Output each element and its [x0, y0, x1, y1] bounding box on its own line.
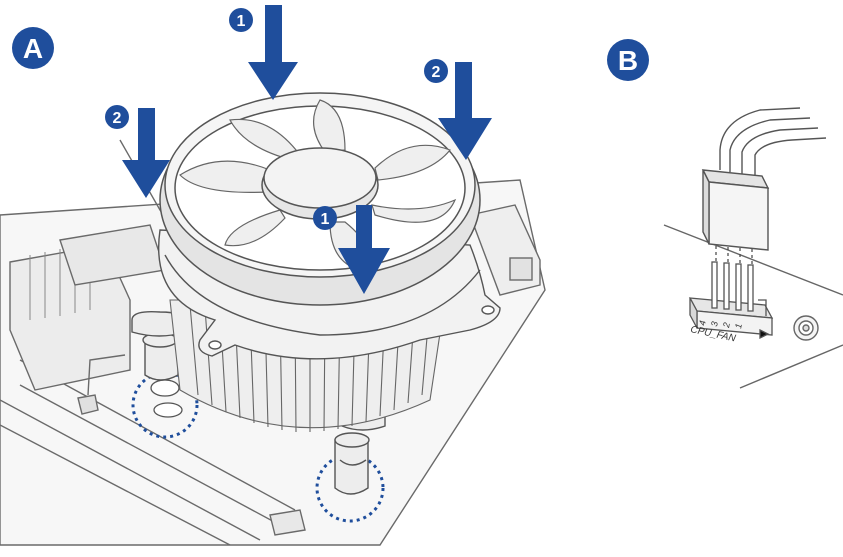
pin-number: 1	[733, 323, 744, 330]
arrow-down-icon	[248, 5, 298, 100]
fan-cable	[719, 107, 827, 178]
panel-label-a: A	[12, 27, 54, 69]
pin-number: 2	[721, 322, 732, 330]
arrow-down-icon	[438, 62, 492, 160]
step-number: 1	[237, 13, 246, 30]
svg-text:B: B	[618, 45, 638, 76]
panel-b: 4 3 2 1 CPU_FAN B	[607, 39, 843, 389]
step-badge-1-center: 1	[313, 206, 337, 230]
fan-connector-plug	[701, 169, 770, 285]
arrow-down-icon	[338, 205, 390, 294]
push-arrows	[122, 5, 492, 294]
board-corner	[663, 224, 843, 389]
step-badge-2-right: 2	[424, 59, 448, 83]
cpu-fan-header	[688, 261, 774, 340]
cpu-fan	[159, 92, 481, 306]
step-badge-2-left: 2	[105, 105, 129, 129]
pin-numbers: 4 3 2 1	[697, 320, 744, 330]
panel-label-b: B	[607, 39, 649, 81]
step-number: 2	[432, 64, 441, 81]
arrow-down-icon	[122, 108, 170, 198]
pin-number: 4	[697, 320, 708, 327]
highlight-circle-left	[131, 371, 199, 439]
panel-a: 1 1 2 2 A	[0, 5, 546, 546]
step-badge-1-top: 1	[229, 8, 253, 32]
svg-text:A: A	[23, 33, 43, 64]
pin-number: 3	[709, 321, 720, 328]
step-number: 2	[113, 110, 122, 127]
step-number: 1	[321, 211, 330, 228]
